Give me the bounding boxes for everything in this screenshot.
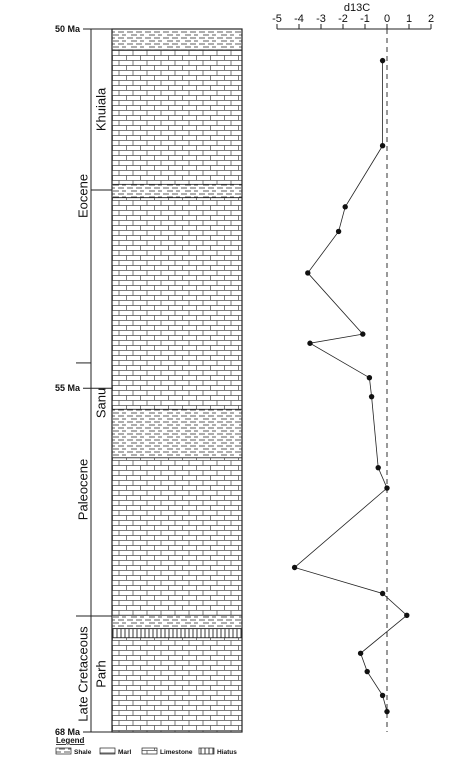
d13c-data-point (335, 228, 342, 235)
lithology-limestone-bed (111, 637, 243, 733)
d13c-data-point (342, 204, 348, 210)
lithology-column-frame (111, 28, 243, 733)
lithology-hiatus-bed (111, 628, 243, 639)
epoch-label: Paleocene (75, 459, 90, 520)
legend-items: Shale Marl Limestone Hiatus (55, 747, 237, 756)
d13c-data-point (307, 340, 313, 346)
d13c-series-points (291, 57, 410, 715)
lithology-limestone-bed (111, 197, 243, 410)
legend-label-hiatus: Hiatus (217, 749, 237, 756)
d13c-data-point (384, 708, 390, 715)
d13c-data-point (366, 374, 373, 381)
legend-swatch-limestone (141, 747, 158, 755)
chart-ticks: -5 -4 -3 -2 -1 0 1 2 (272, 13, 434, 29)
x-tick-label: 0 (384, 13, 390, 25)
d13c-data-point (368, 393, 375, 400)
legend-swatch-shale (55, 747, 72, 755)
chart-title: d13C (344, 2, 370, 14)
formation-column-frame (90, 28, 113, 733)
d13c-data-point (379, 590, 386, 597)
legend-title: Legend (56, 736, 85, 745)
legend: Legend Shale Marl Limestone Hiatus (55, 736, 237, 756)
d13c-data-point (357, 650, 364, 656)
x-tick-label: 2 (428, 13, 434, 25)
d13c-series-line (293, 60, 408, 712)
lithology-shale-bed (111, 614, 243, 630)
d13c-data-point (364, 668, 370, 675)
x-tick-label: -5 (272, 13, 282, 25)
d13c-data-point (291, 564, 298, 571)
d13c-data-point (404, 612, 410, 619)
d13c-data-point (375, 464, 381, 471)
x-tick-label: -4 (294, 13, 304, 25)
d13c-data-point (379, 57, 386, 64)
lithology-column (111, 28, 243, 733)
epoch-label: Eocene (75, 174, 90, 218)
legend-label-marl: Marl (118, 749, 132, 756)
x-tick-label: -2 (338, 13, 348, 25)
formation-label: Sanu (93, 388, 108, 418)
x-tick-label: -1 (360, 13, 370, 25)
d13c-data-point (305, 270, 311, 276)
legend-label-limestone: Limestone (160, 749, 193, 756)
lithology-shale-bed (111, 183, 243, 199)
d13c-data-point (384, 485, 390, 491)
d13c-data-point (379, 692, 386, 699)
d13c-chart: d13C -5 -4 -3 -2 -1 0 1 2 (272, 2, 434, 732)
formation-label: Khuiala (93, 87, 108, 131)
lithology-shale-bed (111, 408, 243, 459)
formation-label: Parh (93, 660, 108, 687)
legend-swatch-hiatus (198, 747, 215, 755)
x-tick-label: 1 (406, 13, 412, 25)
age-label: 50 Ma (55, 24, 81, 34)
age-label: 68 Ma (55, 727, 81, 737)
lithology-limestone-bed (111, 457, 243, 616)
lithology-limestone-bed (111, 49, 243, 185)
d13c-data-point (379, 142, 386, 149)
x-tick-label: -3 (316, 13, 326, 25)
epoch-label: Late Cretaceous (75, 626, 90, 722)
lithology-shale-bed (111, 28, 243, 51)
legend-label-shale: Shale (74, 749, 92, 756)
legend-swatch-marl (99, 747, 116, 755)
d13c-data-point (360, 331, 366, 337)
age-label: 55 Ma (55, 383, 81, 393)
